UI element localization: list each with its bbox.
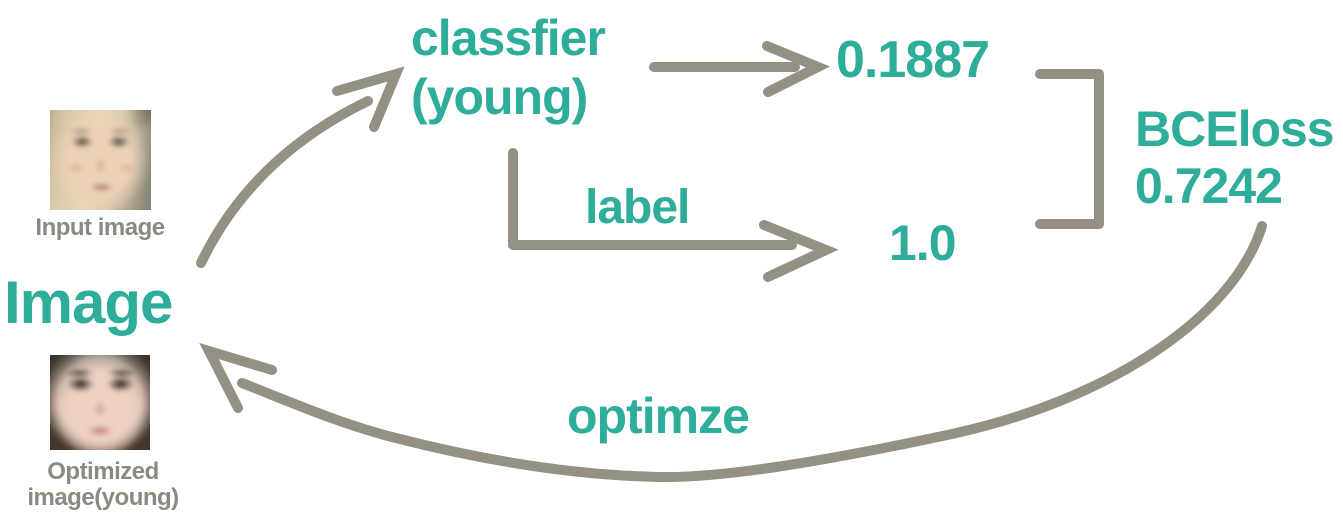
bracket-bce-loss <box>1035 69 1104 229</box>
optimized-image-photo-pixels <box>50 355 150 450</box>
optimized-image-caption-line1: Optimized <box>47 458 159 485</box>
input-image-photo-pixels <box>50 110 151 210</box>
label-arrow-text: label <box>585 181 690 234</box>
classifier-label-line1: classfier <box>411 10 606 66</box>
optimize-arrow-text: optimze <box>567 388 750 444</box>
arrow-optimize-loop <box>199 221 1267 483</box>
arrow-classifier-to-prediction <box>649 41 831 97</box>
bce-loss-name: BCEloss <box>1135 101 1335 157</box>
classifier-node-label: classfier (young) <box>411 9 606 127</box>
input-image-photo <box>50 110 151 210</box>
optimized-image-caption-line2: image(young) <box>27 484 179 511</box>
arrow-label-elbow <box>508 148 839 282</box>
bce-loss-value: 0.7242 <box>1135 158 1283 214</box>
arrow-image-to-classifier <box>196 66 405 268</box>
bce-loss-node: BCEloss 0.7242 <box>1135 101 1335 215</box>
image-node-label: Image <box>4 269 173 336</box>
input-image-caption: Input image <box>35 214 165 241</box>
label-value: 1.0 <box>889 215 957 271</box>
optimized-image-photo <box>50 355 150 450</box>
prediction-value: 0.1887 <box>836 31 990 89</box>
optimized-image-caption: Optimized image(young) <box>8 459 198 511</box>
classifier-label-line2: (young) <box>411 69 588 125</box>
